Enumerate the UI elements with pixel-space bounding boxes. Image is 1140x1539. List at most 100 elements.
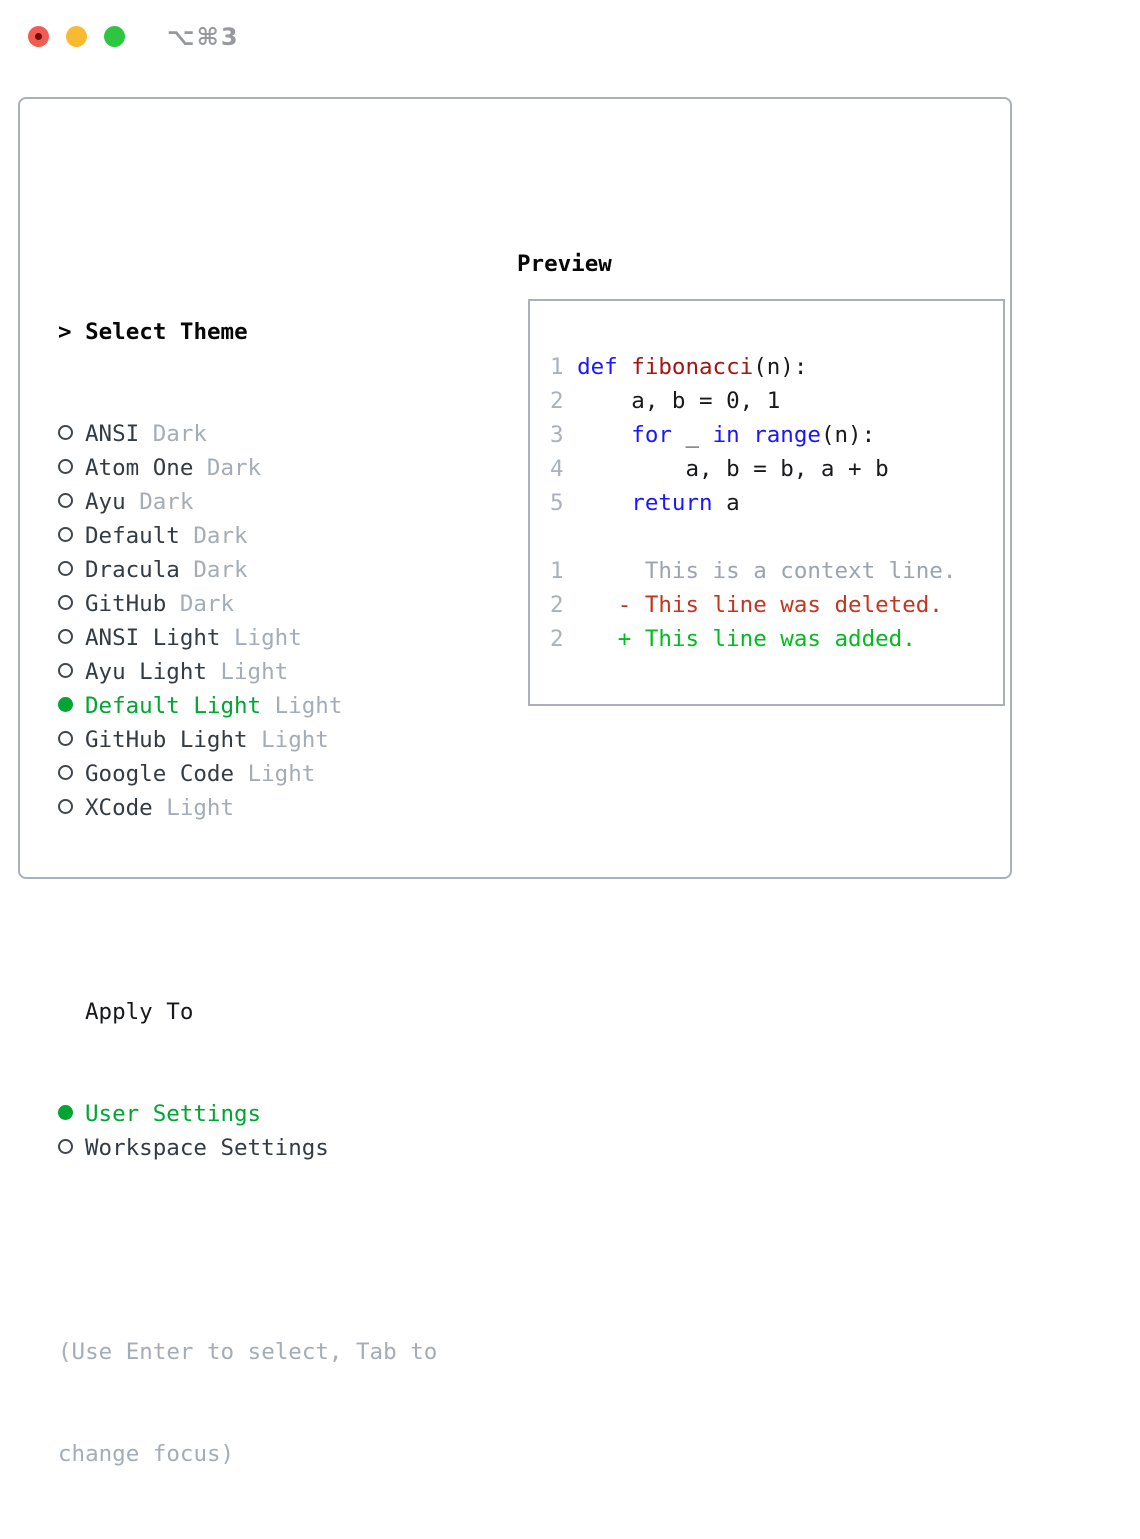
variant-tag: Dark	[152, 421, 207, 447]
variant-tag: Dark	[139, 489, 194, 515]
token-ctx: This is a context line.	[577, 558, 957, 584]
theme-option[interactable]: Google Code Light	[58, 757, 437, 791]
variant-tag: Light	[166, 795, 235, 821]
token-plain: a	[712, 490, 740, 516]
token-plain	[740, 422, 754, 448]
radio-icon	[58, 553, 85, 587]
line-number: 2	[550, 592, 564, 618]
variant-tag: Dark	[193, 523, 248, 549]
radio-icon	[58, 723, 85, 757]
theme-option[interactable]: Ayu Light Light	[58, 655, 437, 689]
token-add: + This line was added.	[577, 626, 916, 652]
select-theme-heading-row: > Select Theme	[58, 315, 437, 349]
theme-option[interactable]: Default Dark	[58, 519, 437, 553]
variant-tag: Light	[261, 727, 329, 753]
option-label: XCode	[85, 795, 153, 821]
code-line: 4 a, b = b, a + b	[550, 452, 1003, 486]
option-label: ANSI Light	[85, 625, 221, 651]
code-line: 2 a, b = 0, 1	[550, 384, 1003, 418]
minimize-button[interactable]	[66, 26, 87, 47]
option-label: ANSI	[85, 421, 140, 447]
theme-option[interactable]: Dracula Dark	[58, 553, 437, 587]
preview-heading: Preview	[517, 251, 612, 277]
option-label: User Settings	[85, 1101, 262, 1127]
radio-icon	[58, 621, 85, 655]
variant-tag: Dark	[206, 455, 262, 481]
code-line: 3 for _ in range(n):	[550, 418, 1003, 452]
theme-option[interactable]: GitHub Light Light	[58, 723, 437, 757]
code-line: 2 - This line was deleted.	[550, 588, 1003, 622]
line-number: 5	[550, 490, 564, 516]
variant-tag: Light	[274, 693, 343, 719]
radio-selected-icon	[58, 1097, 85, 1131]
theme-option[interactable]: ANSI Dark	[58, 417, 437, 451]
spacer-row	[58, 1233, 437, 1267]
token-kw: range	[753, 422, 821, 448]
option-label: Default Light	[85, 693, 262, 719]
theme-option[interactable]: Ayu Dark	[58, 485, 437, 519]
variant-tag: Light	[247, 761, 316, 787]
theme-option[interactable]: Atom One Dark	[58, 451, 437, 485]
variant-tag: Light	[220, 659, 289, 685]
apply-option[interactable]: User Settings	[58, 1097, 437, 1131]
radio-icon	[58, 655, 85, 689]
select-theme-heading: Select Theme	[85, 319, 248, 345]
token-plain: (n):	[753, 354, 808, 380]
token-fn: fibonacci	[631, 354, 754, 380]
token-kw: in	[712, 422, 740, 448]
code-line: 2 + This line was added.	[550, 622, 1003, 656]
option-label: Ayu	[85, 489, 126, 515]
window-title: ⌥⌘3	[167, 23, 240, 51]
zoom-button[interactable]	[104, 26, 125, 47]
code-line: 1 This is a context line.	[550, 554, 1003, 588]
blank-line	[550, 520, 1003, 554]
apply-option[interactable]: Workspace Settings	[58, 1131, 437, 1165]
token-del: - This line was deleted.	[577, 592, 943, 618]
theme-option[interactable]: GitHub Dark	[58, 587, 437, 621]
radio-icon	[58, 1131, 85, 1165]
token-kw: return	[631, 490, 713, 516]
token-plain: (n):	[820, 422, 876, 448]
token-kw: for	[631, 422, 672, 448]
option-label: Dracula	[85, 557, 180, 583]
theme-option[interactable]: Default Light Light	[58, 689, 437, 723]
token-plain	[618, 354, 632, 380]
prompt-caret-icon: >	[58, 319, 72, 345]
token-plain: a, b = 0, 1	[577, 388, 781, 414]
spacer-row	[58, 893, 437, 927]
radio-icon	[58, 791, 85, 825]
option-label: Default	[85, 523, 180, 549]
radio-icon	[58, 587, 85, 621]
radio-selected-icon	[58, 689, 85, 723]
code-line: 5 return a	[550, 486, 1003, 520]
theme-option[interactable]: XCode Light	[58, 791, 437, 825]
variant-tag: Dark	[193, 557, 248, 583]
line-number: 2	[550, 388, 564, 414]
token-plain: _	[671, 422, 713, 448]
line-number: 4	[550, 456, 564, 482]
line-number: 3	[550, 422, 564, 448]
token-plain	[577, 490, 631, 516]
radio-icon	[58, 451, 85, 485]
option-label: GitHub	[85, 591, 167, 617]
line-number: 1	[550, 558, 564, 584]
line-number: 2	[550, 626, 564, 652]
code-line: 1 def fibonacci(n):	[550, 350, 1003, 384]
option-label: Ayu Light	[85, 659, 207, 685]
hint-line-1: (Use Enter to select, Tab to	[58, 1339, 438, 1365]
hint-line-2: change focus)	[58, 1441, 235, 1467]
option-label: Workspace Settings	[85, 1135, 329, 1161]
apply-to-heading-row: Apply To	[58, 995, 437, 1029]
option-label: Atom One	[85, 455, 194, 481]
theme-option[interactable]: ANSI Light Light	[58, 621, 437, 655]
token-kw: def	[577, 354, 618, 380]
option-label: GitHub Light	[85, 727, 248, 753]
option-label: Google Code	[85, 761, 235, 787]
close-button[interactable]	[28, 26, 49, 47]
